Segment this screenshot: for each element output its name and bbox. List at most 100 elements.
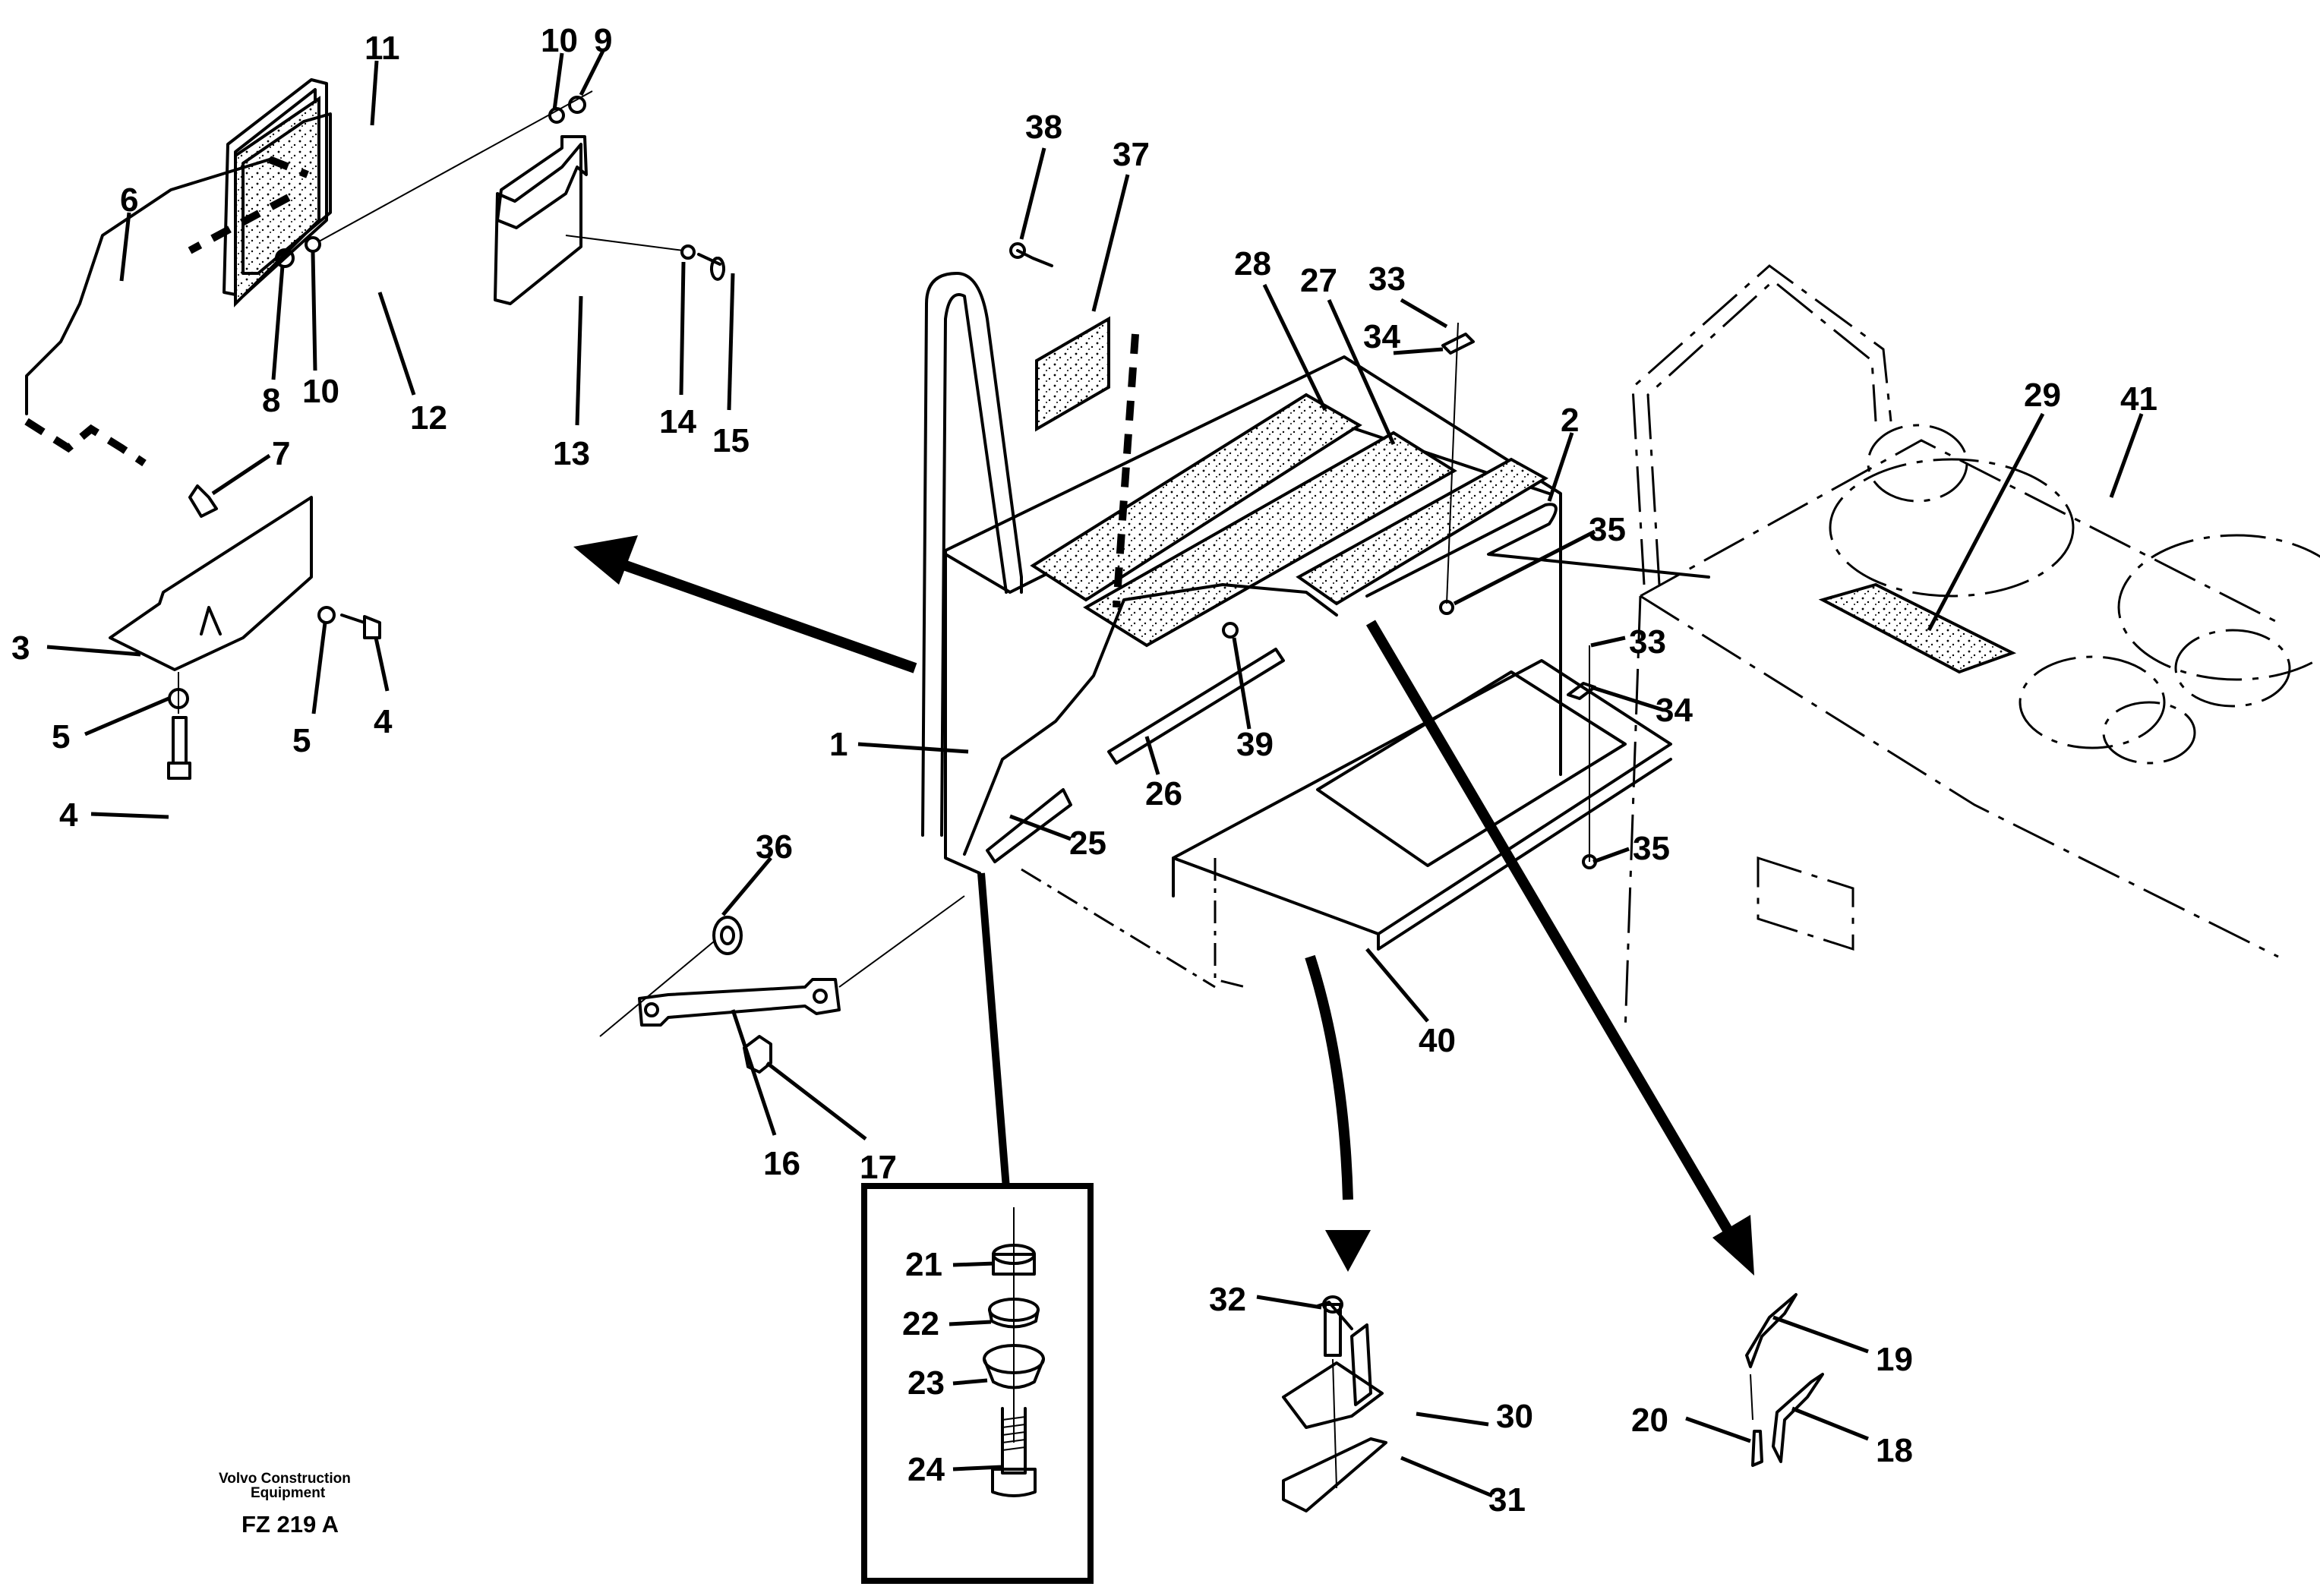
cable-2 [1365, 503, 1710, 598]
hinge-26 [1107, 648, 1285, 765]
callout-10: 10 [541, 22, 578, 59]
leader-37 [1091, 174, 1130, 312]
pin-detail [1685, 1293, 1869, 1467]
circle-right-2 [2019, 655, 2166, 749]
body-panel [1757, 856, 1854, 951]
leader-39 [1232, 637, 1252, 730]
bolt-32-axis [1332, 1358, 1337, 1489]
machine-body-41 [1624, 264, 2320, 1033]
callout-19: 19 [1876, 1341, 1913, 1378]
callout-33: 33 [1629, 623, 1666, 661]
leader-23 [952, 1378, 988, 1386]
callout-23: 23 [907, 1364, 945, 1402]
leader-41 [2109, 413, 2144, 498]
tray-40-side [1172, 758, 1672, 951]
callout-13: 13 [553, 435, 590, 472]
bracket-3 [109, 496, 313, 671]
callout-21: 21 [905, 1246, 942, 1283]
arrowhead-icon [1712, 1215, 1754, 1276]
callout-7: 7 [272, 435, 290, 472]
leader-33a [1400, 298, 1448, 329]
leader-10a [552, 52, 564, 111]
clamp-30-rod [1316, 1301, 1353, 1330]
washer-10-left [305, 236, 321, 253]
callout-20: 20 [1631, 1402, 1668, 1439]
clamp-30-tab [1350, 1323, 1372, 1406]
main-frame [921, 242, 1710, 989]
arrow-to-lamp [573, 535, 917, 673]
callout-12: 12 [410, 399, 447, 437]
circle-right-1 [2117, 534, 2320, 681]
callout-17: 17 [860, 1149, 897, 1186]
bolt-32 [1324, 1303, 1342, 1357]
lamp-housing-11 [223, 78, 328, 298]
pin-19 [1745, 1293, 1798, 1368]
handrail [921, 272, 1023, 837]
arrow-shaft [1305, 954, 1353, 1200]
leader-4b [90, 812, 169, 819]
leader-to-inset [977, 872, 1010, 1189]
callout-4: 4 [374, 703, 393, 740]
clip-20 [1751, 1430, 1763, 1467]
step-plate-28 [1030, 393, 1362, 602]
reflector-37 [1035, 316, 1110, 432]
detail-inset [861, 1183, 1094, 1584]
leader-13 [575, 295, 583, 426]
leader-15 [727, 273, 735, 411]
washer-39 [1222, 622, 1239, 639]
leader-21 [952, 1261, 996, 1267]
link-axis [599, 941, 715, 1037]
leader-25 [1009, 814, 1072, 841]
leader-35a [1453, 529, 1596, 606]
callout-22: 22 [902, 1305, 939, 1342]
callout-26: 26 [1145, 775, 1182, 812]
callout-15: 15 [712, 422, 750, 459]
rollbar-phantom [1631, 264, 1892, 585]
lamp-bracket-13-body [494, 143, 582, 305]
leader-lines [46, 48, 2144, 1140]
callout-35: 35 [1589, 511, 1626, 548]
leader-22 [949, 1320, 992, 1326]
tank-cap-large [1829, 458, 2075, 598]
leader-8 [271, 265, 285, 380]
callout-37: 37 [1113, 136, 1150, 173]
callout-30: 30 [1496, 1398, 1533, 1435]
leader-11 [370, 60, 379, 126]
frame-1 [944, 355, 1562, 875]
bolt-33-top [1446, 322, 1459, 604]
bracket-3-slot [200, 606, 222, 636]
leader-9 [579, 48, 606, 96]
link-axis-2 [838, 895, 965, 988]
leader-10b [311, 251, 317, 371]
callout-5: 5 [292, 722, 311, 759]
link-assembly [599, 895, 965, 1074]
inset-frame [861, 1183, 1094, 1584]
cable-6 [25, 158, 271, 415]
arrow-shaft [1365, 620, 1733, 1233]
callout-11: 11 [365, 30, 400, 67]
callout-38: 38 [1025, 109, 1062, 146]
hidden-edge [1021, 858, 1246, 989]
bolt-24-thread [1002, 1416, 1026, 1451]
leader-1 [857, 742, 969, 754]
body-outline [1624, 439, 2279, 1033]
callout-16: 16 [763, 1145, 800, 1182]
leader-26 [1144, 736, 1160, 775]
callout-labels: 11 10 9 6 8 10 12 13 14 15 7 3 5 5 4 4 3… [11, 22, 2157, 1519]
callout-14: 14 [659, 403, 696, 440]
leader-33b [1590, 636, 1626, 648]
nut-17 [743, 1035, 772, 1074]
leader-24 [952, 1465, 1003, 1471]
callout-40: 40 [1419, 1022, 1456, 1059]
callout-41: 41 [2120, 380, 2157, 418]
arrow-shaft [613, 557, 917, 673]
leader-34a [1393, 347, 1444, 355]
leader-34b [1590, 685, 1664, 712]
callout-28: 28 [1234, 245, 1271, 282]
callout-3: 3 [11, 629, 30, 667]
link-16 [638, 978, 841, 1027]
tray-40-inner [1316, 670, 1627, 867]
callout-35: 35 [1633, 830, 1670, 867]
washer-36-hole [720, 926, 735, 945]
callout-4: 4 [59, 796, 78, 834]
